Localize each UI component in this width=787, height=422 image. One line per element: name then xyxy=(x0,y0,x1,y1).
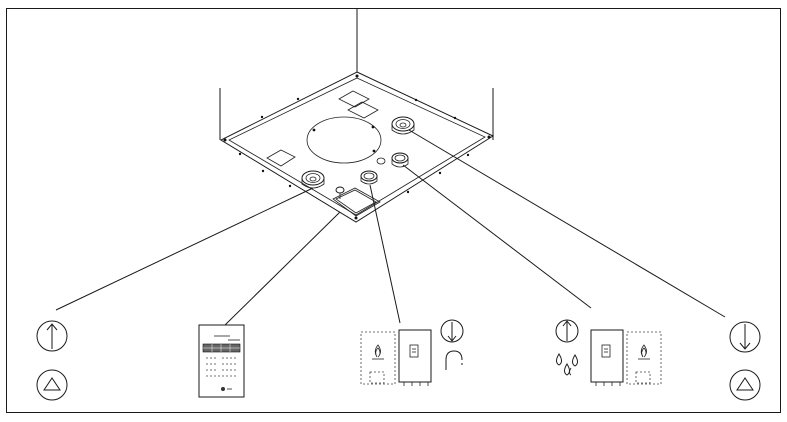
arrow-up-circle-icon xyxy=(555,319,579,343)
arrow-up-circle-icon xyxy=(36,320,68,352)
data-plate-icon xyxy=(198,324,245,398)
fitting-return xyxy=(391,116,415,135)
gas-appliance-icon xyxy=(360,331,396,385)
tap-icon xyxy=(445,350,463,370)
boiler-icon xyxy=(590,329,624,386)
arrow-down-circle-icon xyxy=(729,321,761,353)
triangle-circle-icon xyxy=(36,369,68,401)
arrow-down-circle-icon xyxy=(440,319,464,343)
boiler-icon xyxy=(398,329,432,386)
return-connection xyxy=(729,321,761,401)
hot-water-flow-connection xyxy=(36,320,68,401)
drops-icon xyxy=(556,353,578,376)
leader-lines xyxy=(55,129,726,326)
appliance-base-plate xyxy=(219,71,495,223)
frame-border xyxy=(6,8,781,413)
condensate-drain-connection xyxy=(555,319,662,386)
gas-and-cold-water-connection xyxy=(360,319,464,386)
gas-appliance-icon xyxy=(626,331,662,385)
fitting-data-post xyxy=(335,186,345,199)
triangle-circle-icon xyxy=(729,369,761,401)
fitting-gas-inlet xyxy=(360,170,378,185)
fitting-condensate xyxy=(391,152,409,168)
